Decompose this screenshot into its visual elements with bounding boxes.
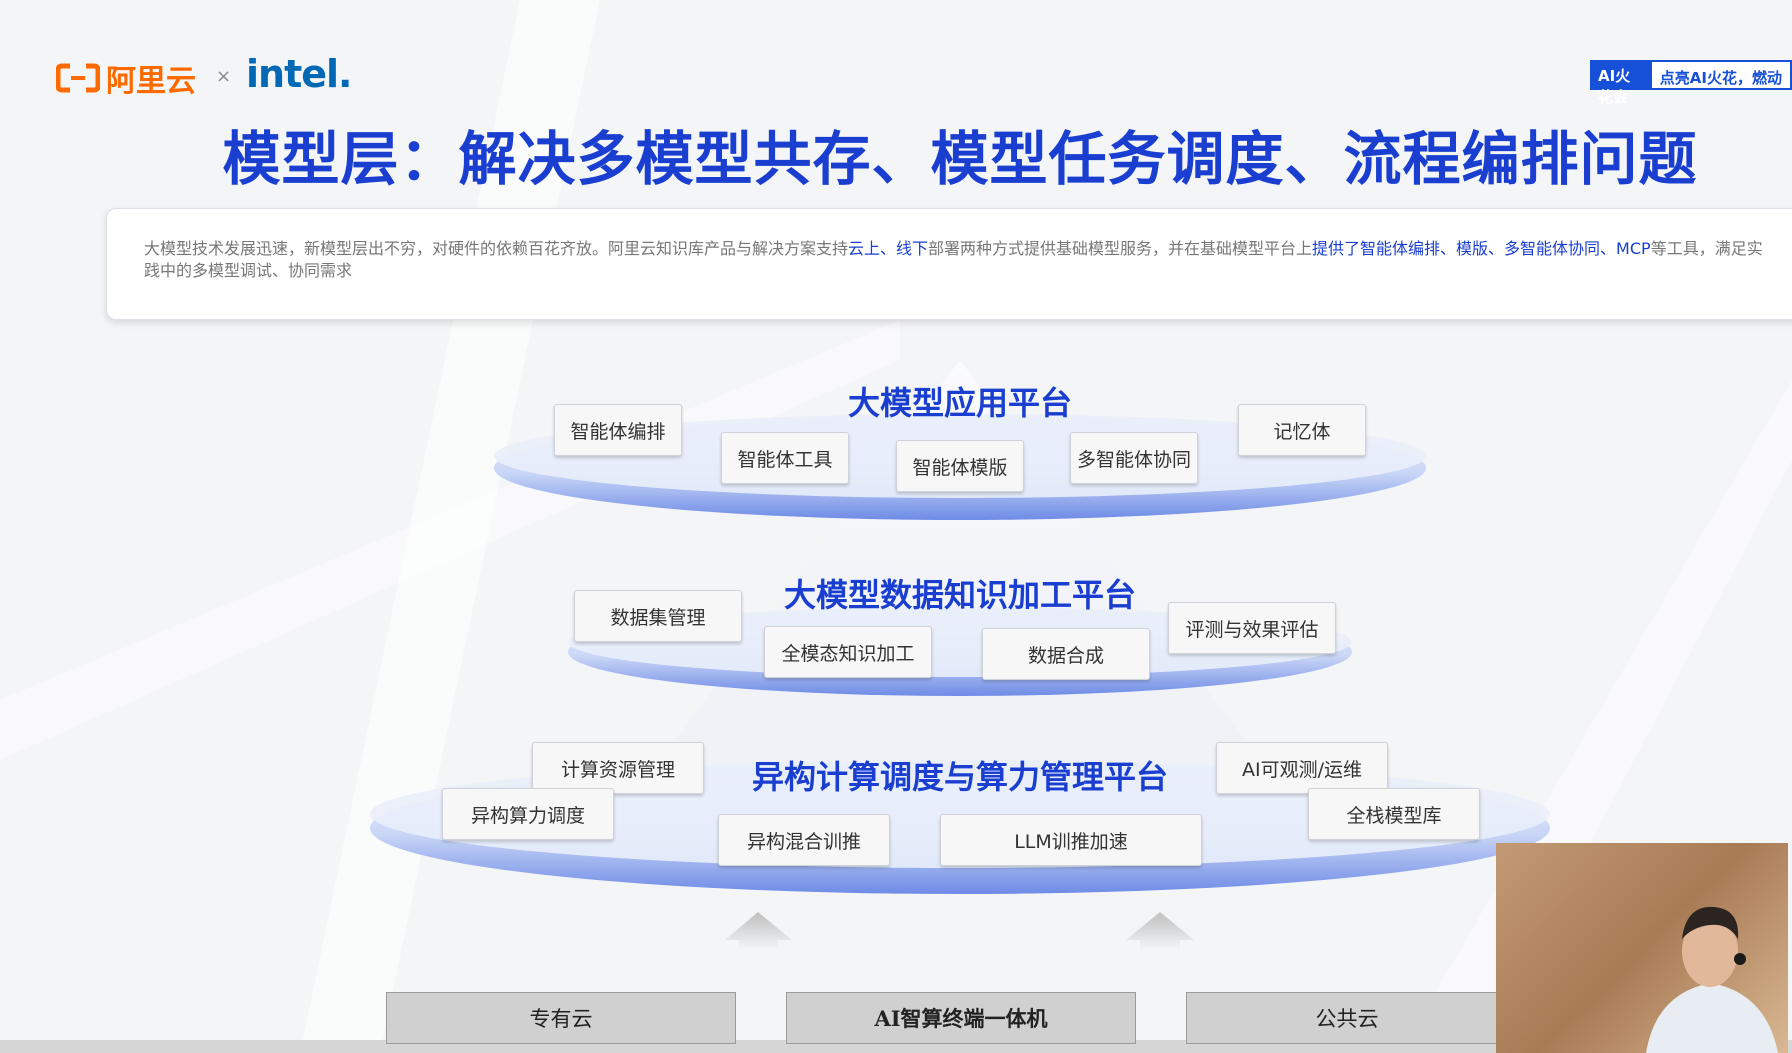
chip-multimodal-knowledge: 全模态知识加工: [764, 626, 932, 678]
deployment-private-cloud: 专有云: [386, 992, 736, 1044]
summary-card: [106, 208, 1792, 320]
chip-agent-templates: 智能体模版: [896, 440, 1024, 492]
chip-llm-acceleration: LLM训推加速: [940, 814, 1202, 866]
aliyun-logo-text: 阿里云: [106, 64, 196, 99]
up-arrow-left: [725, 912, 792, 950]
chip-dataset-management: 数据集管理: [574, 590, 742, 642]
chip-multi-agent: 多智能体协同: [1070, 432, 1198, 484]
partner-separator: ×: [216, 66, 232, 87]
deployment-ai-appliance: AI智算终端一体机: [786, 992, 1136, 1044]
chip-heterogeneous-scheduling: 异构算力调度: [442, 788, 614, 840]
event-badge-name: AI火花会: [1590, 60, 1652, 106]
up-arrow-right: [1126, 912, 1194, 950]
intel-logo: intel.: [246, 52, 352, 96]
chip-model-library: 全栈模型库: [1308, 788, 1480, 840]
summary-part-1: 大模型技术发展迅速，新模型层出不穷，对硬件的依赖百花齐放。阿里云知识库产品与解决…: [144, 239, 849, 258]
chip-agent-orchestration: 智能体编排: [554, 404, 682, 456]
speaker-figure: [1646, 906, 1778, 1053]
data-platform-title: 大模型数据知识加工平台: [783, 576, 1136, 614]
summary-part-3: 等工具，满足实践中的多模型调试、协同需求: [144, 239, 1763, 280]
chip-data-synthesis: 数据合成: [982, 628, 1150, 680]
chip-agent-tools: 智能体工具: [721, 432, 849, 484]
event-badge-slogan: 点亮AI火花，燃动: [1651, 60, 1792, 90]
chip-memory: 记忆体: [1238, 404, 1366, 456]
aliyun-bracket-icon: [56, 63, 100, 93]
chip-ai-observability: AI可观测/运维: [1216, 742, 1388, 794]
aliyun-logo: 阿里云: [56, 56, 196, 100]
summary-text: 大模型技术发展迅速，新模型层出不穷，对硬件的依赖百花齐放。阿里云知识库产品与解决…: [144, 238, 1764, 282]
slide-title: 模型层：解决多模型共存、模型任务调度、流程编排问题: [222, 125, 1698, 193]
compute-platform-title: 异构计算调度与算力管理平台: [751, 758, 1168, 796]
chip-hybrid-training-inference: 异构混合训推: [718, 814, 890, 866]
app-platform-title: 大模型应用平台: [847, 384, 1072, 422]
deployment-public-cloud: 公共云: [1186, 992, 1508, 1044]
summary-highlight-2: 提供了智能体编排、模版、多智能体协同、MCP: [1312, 239, 1651, 258]
summary-part-2: 部署两种方式提供基础模型服务，并在基础模型平台上: [928, 239, 1313, 258]
event-badge: AI火花会 点亮AI火花，燃动: [1590, 60, 1792, 106]
summary-highlight-1: 云上、线下: [848, 239, 929, 258]
speaker-video-overlay: [1496, 843, 1788, 1053]
chip-evaluation: 评测与效果评估: [1168, 602, 1336, 654]
chip-compute-resource-management: 计算资源管理: [532, 742, 704, 794]
